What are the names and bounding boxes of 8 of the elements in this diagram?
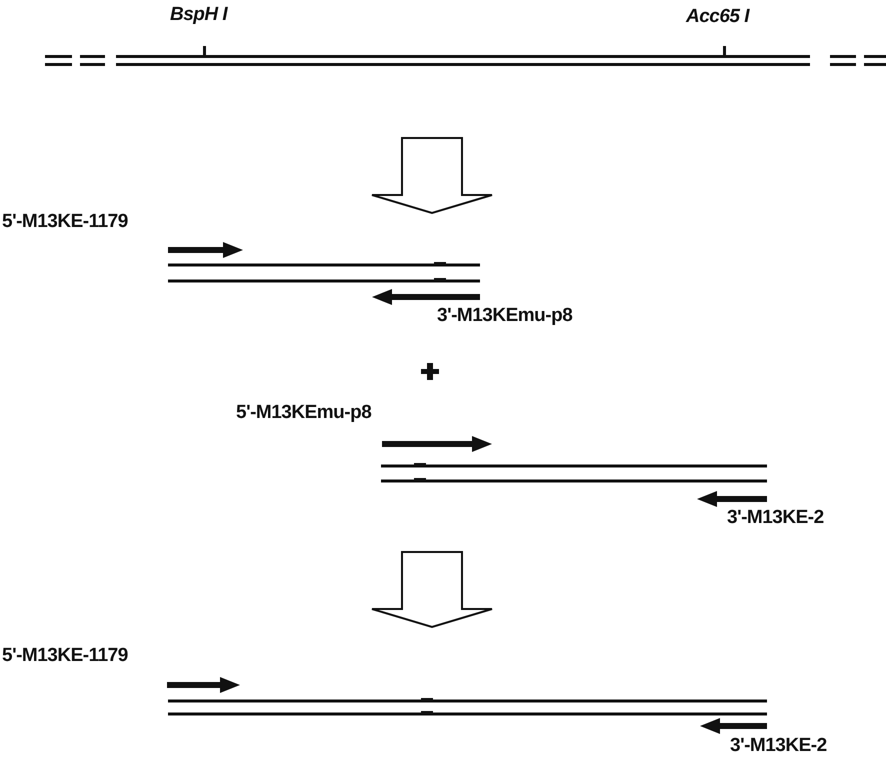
primer-label: 3'-M13KE-2 — [730, 735, 827, 757]
primer-label: 3'-M13KEmu-p8 — [437, 305, 572, 327]
restriction-site-label: BspH I — [170, 4, 228, 26]
primer-label: 5'-M13KE-1179 — [2, 211, 128, 233]
primer-label: 3'-M13KE-2 — [727, 507, 824, 529]
restriction-site-label: Acc65 I — [686, 6, 750, 28]
primer-label: 5'-M13KE-1179 — [2, 645, 128, 667]
primer-label: 5'-M13KEmu-p8 — [236, 402, 372, 424]
